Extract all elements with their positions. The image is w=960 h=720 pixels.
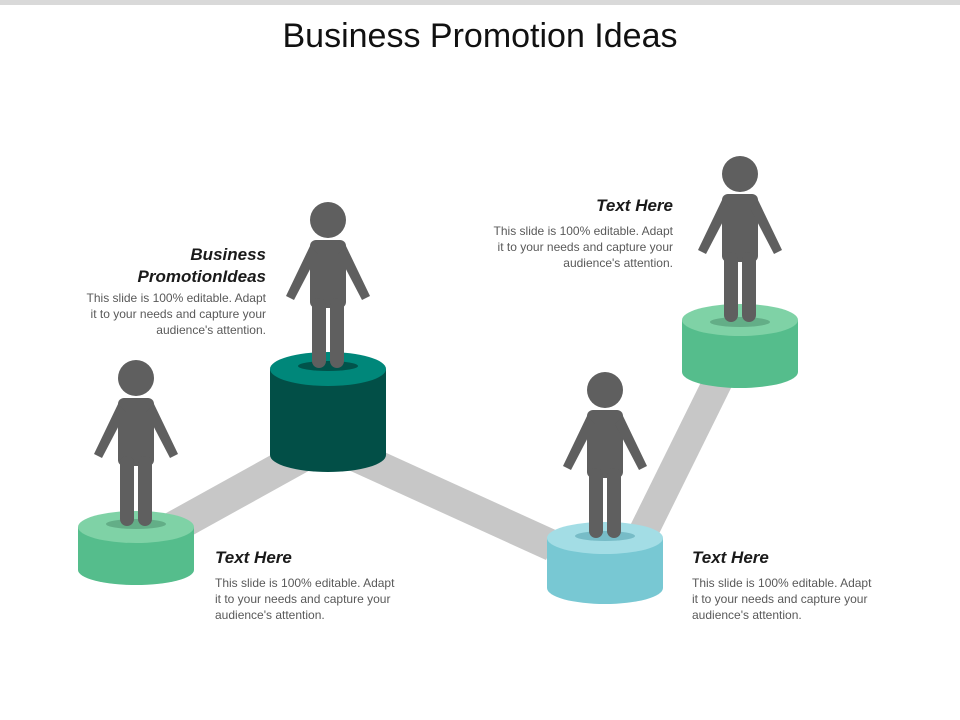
body-line: audience's attention.: [215, 608, 325, 622]
block-heading: Text Here: [692, 548, 769, 567]
text-block-bottom-left: Text Here This slide is 100% editable. A…: [215, 547, 435, 623]
body-line: audience's attention.: [156, 323, 266, 337]
pillar-green-left: [78, 511, 194, 585]
body-line: This slide is 100% editable. Adapt: [692, 576, 872, 590]
block-body: This slide is 100% editable. Adapt it to…: [692, 575, 912, 623]
text-block-top-right: Text Here This slide is 100% editable. A…: [446, 195, 673, 271]
block-body: This slide is 100% editable. Adapt it to…: [215, 575, 435, 623]
block-heading: Text Here: [215, 548, 292, 567]
person-icon: [286, 202, 370, 371]
pillar-dark-teal: [270, 352, 386, 472]
top-accent-bar: [0, 0, 960, 5]
heading-line: Business: [190, 245, 266, 264]
body-line: it to your needs and capture your: [497, 240, 673, 254]
body-line: audience's attention.: [692, 608, 802, 622]
body-line: This slide is 100% editable. Adapt: [493, 224, 673, 238]
body-line: it to your needs and capture your: [692, 592, 868, 606]
body-line: This slide is 100% editable. Adapt: [215, 576, 395, 590]
body-line: audience's attention.: [563, 256, 673, 270]
block-heading: Text Here: [596, 196, 673, 215]
body-line: This slide is 100% editable. Adapt: [86, 291, 266, 305]
pillar-green-right: [682, 304, 798, 388]
person-icon: [698, 156, 782, 327]
connector-2: [344, 440, 560, 560]
text-block-bottom-right: Text Here This slide is 100% editable. A…: [692, 547, 912, 623]
body-line: it to your needs and capture your: [215, 592, 391, 606]
heading-line: PromotionIdeas: [137, 267, 266, 286]
person-icon: [94, 360, 178, 529]
text-block-main: Business PromotionIdeas This slide is 10…: [40, 244, 266, 338]
block-body: This slide is 100% editable. Adapt it to…: [40, 290, 266, 338]
connector-3: [622, 372, 734, 552]
person-icon: [563, 372, 647, 541]
body-line: it to your needs and capture your: [90, 307, 266, 321]
block-heading: Business PromotionIdeas: [40, 244, 266, 288]
block-body: This slide is 100% editable. Adapt it to…: [446, 223, 673, 271]
slide-title: Business Promotion Ideas: [282, 17, 678, 55]
